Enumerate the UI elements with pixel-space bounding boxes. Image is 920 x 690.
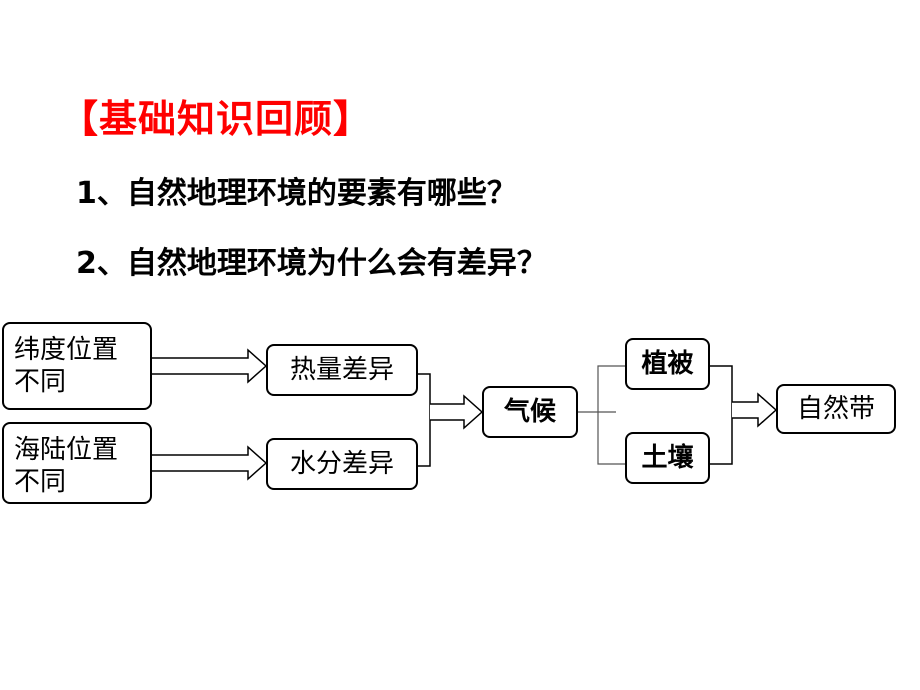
question-1: 1、自然地理环境的要素有哪些？: [76, 176, 517, 211]
landsea-box: 海陆位置 不同: [2, 422, 152, 504]
bracket-heat-water: [418, 373, 431, 467]
water-box: 水分差异: [266, 438, 418, 490]
latitude-box: 纬度位置 不同: [2, 322, 152, 410]
section-heading: 【基础知识回顾】: [60, 97, 373, 141]
vegetation-box: 植被: [625, 338, 710, 390]
arrow-to-zone: [732, 392, 778, 428]
arrow-latitude-to-heat: [152, 348, 268, 384]
bracket-right: [710, 365, 733, 465]
landsea-line2: 不同: [14, 467, 67, 497]
heat-box: 热量差异: [266, 344, 418, 396]
soil-box: 土壤: [625, 432, 710, 484]
question-2: 2、自然地理环境为什么会有差异？: [76, 246, 547, 281]
landsea-line1: 海陆位置: [14, 435, 119, 465]
latitude-line1: 纬度位置: [14, 335, 119, 365]
arrow-landsea-to-water: [152, 445, 268, 481]
bracket-vegetation-soil: [597, 365, 625, 465]
natural-zone-box: 自然带: [776, 384, 896, 434]
latitude-line2: 不同: [14, 367, 67, 397]
climate-box: 气候: [482, 386, 578, 438]
arrow-to-climate: [430, 394, 484, 430]
